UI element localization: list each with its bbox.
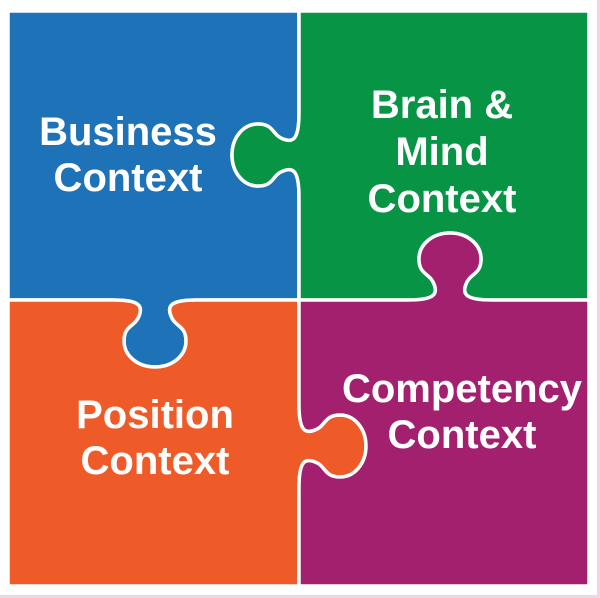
piece-competency-context <box>297 231 591 588</box>
